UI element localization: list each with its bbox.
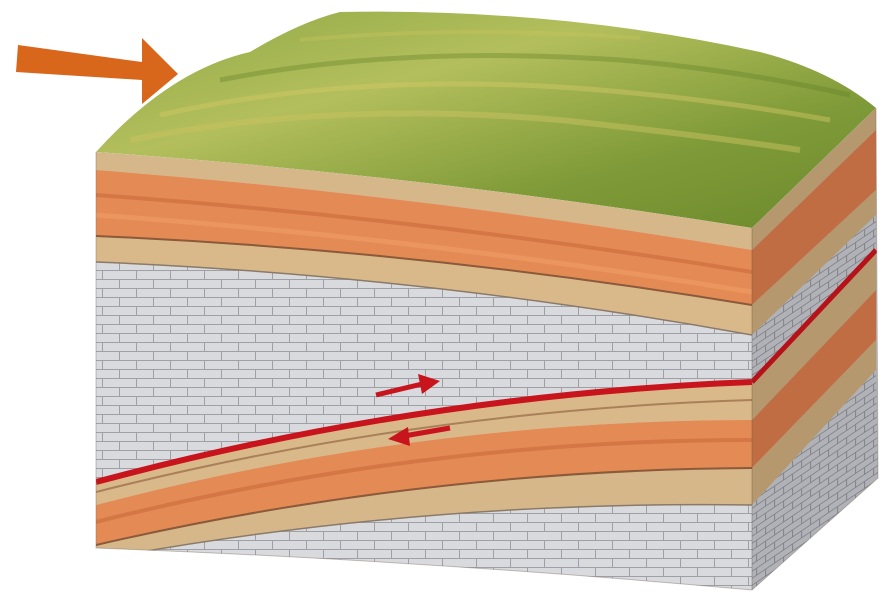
compression-arrow-icon	[16, 38, 178, 104]
